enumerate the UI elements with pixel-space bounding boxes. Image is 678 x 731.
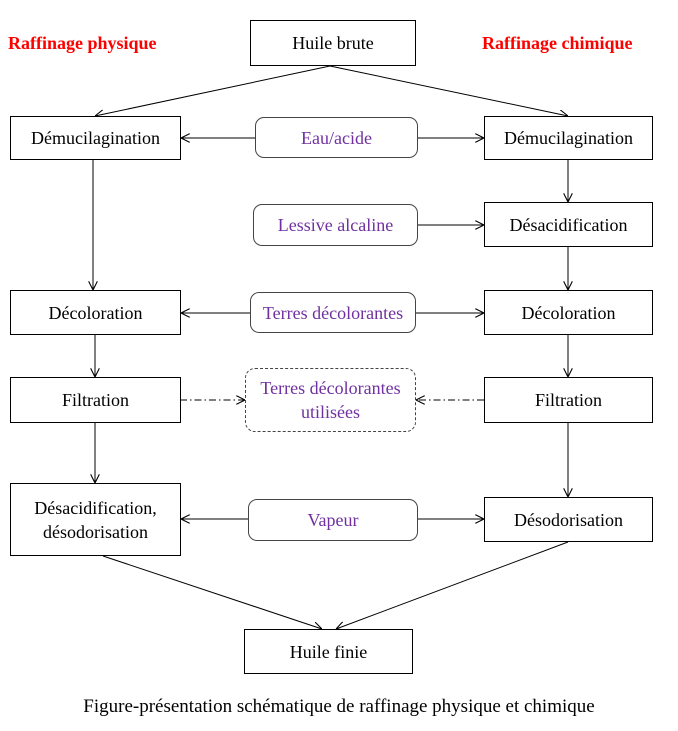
node-decoloration-physique: Décoloration <box>10 290 181 335</box>
node-desacidification-desodorisation: Désacidification, désodorisation <box>10 483 181 556</box>
terres-utilisees-line2: utilisées <box>301 402 360 422</box>
node-desacid-line1: Désacidification, <box>34 497 157 518</box>
arrow-brute-to-demuc-left <box>95 65 331 116</box>
input-lessive-alcaline: Lessive alcaline <box>253 204 418 246</box>
node-filtration-chimique: Filtration <box>484 377 653 423</box>
node-huile-finie: Huile finie <box>244 629 413 674</box>
node-desodorisation-chimique: Désodorisation <box>484 497 653 542</box>
arrow-brute-to-demuc-right <box>329 65 568 116</box>
node-demucilagination-chimique: Démucilagination <box>484 116 653 160</box>
input-terres-decolorantes: Terres décolorantes <box>250 292 416 333</box>
input-eau-acide: Eau/acide <box>255 117 418 158</box>
output-terres-utilisees: Terres décolorantes utilisées <box>245 368 416 432</box>
node-demucilagination-physique: Démucilagination <box>10 116 181 160</box>
arrow-desodo-right-to-finie <box>336 541 569 629</box>
heading-chimique: Raffinage chimique <box>482 33 633 53</box>
heading-physique: Raffinage physique <box>8 33 157 53</box>
input-vapeur: Vapeur <box>248 499 418 541</box>
node-huile-brute: Huile brute <box>250 20 416 66</box>
arrow-desacid-left-to-finie <box>102 555 322 629</box>
node-desacid-line2: désodorisation <box>43 521 148 542</box>
terres-utilisees-line1: Terres décolorantes <box>260 378 401 398</box>
figure-caption: Figure-présentation schématique de raffi… <box>83 696 595 717</box>
node-decoloration-chimique: Décoloration <box>484 290 653 335</box>
node-desacidification-chimique: Désacidification <box>484 202 653 247</box>
node-filtration-physique: Filtration <box>10 377 181 423</box>
